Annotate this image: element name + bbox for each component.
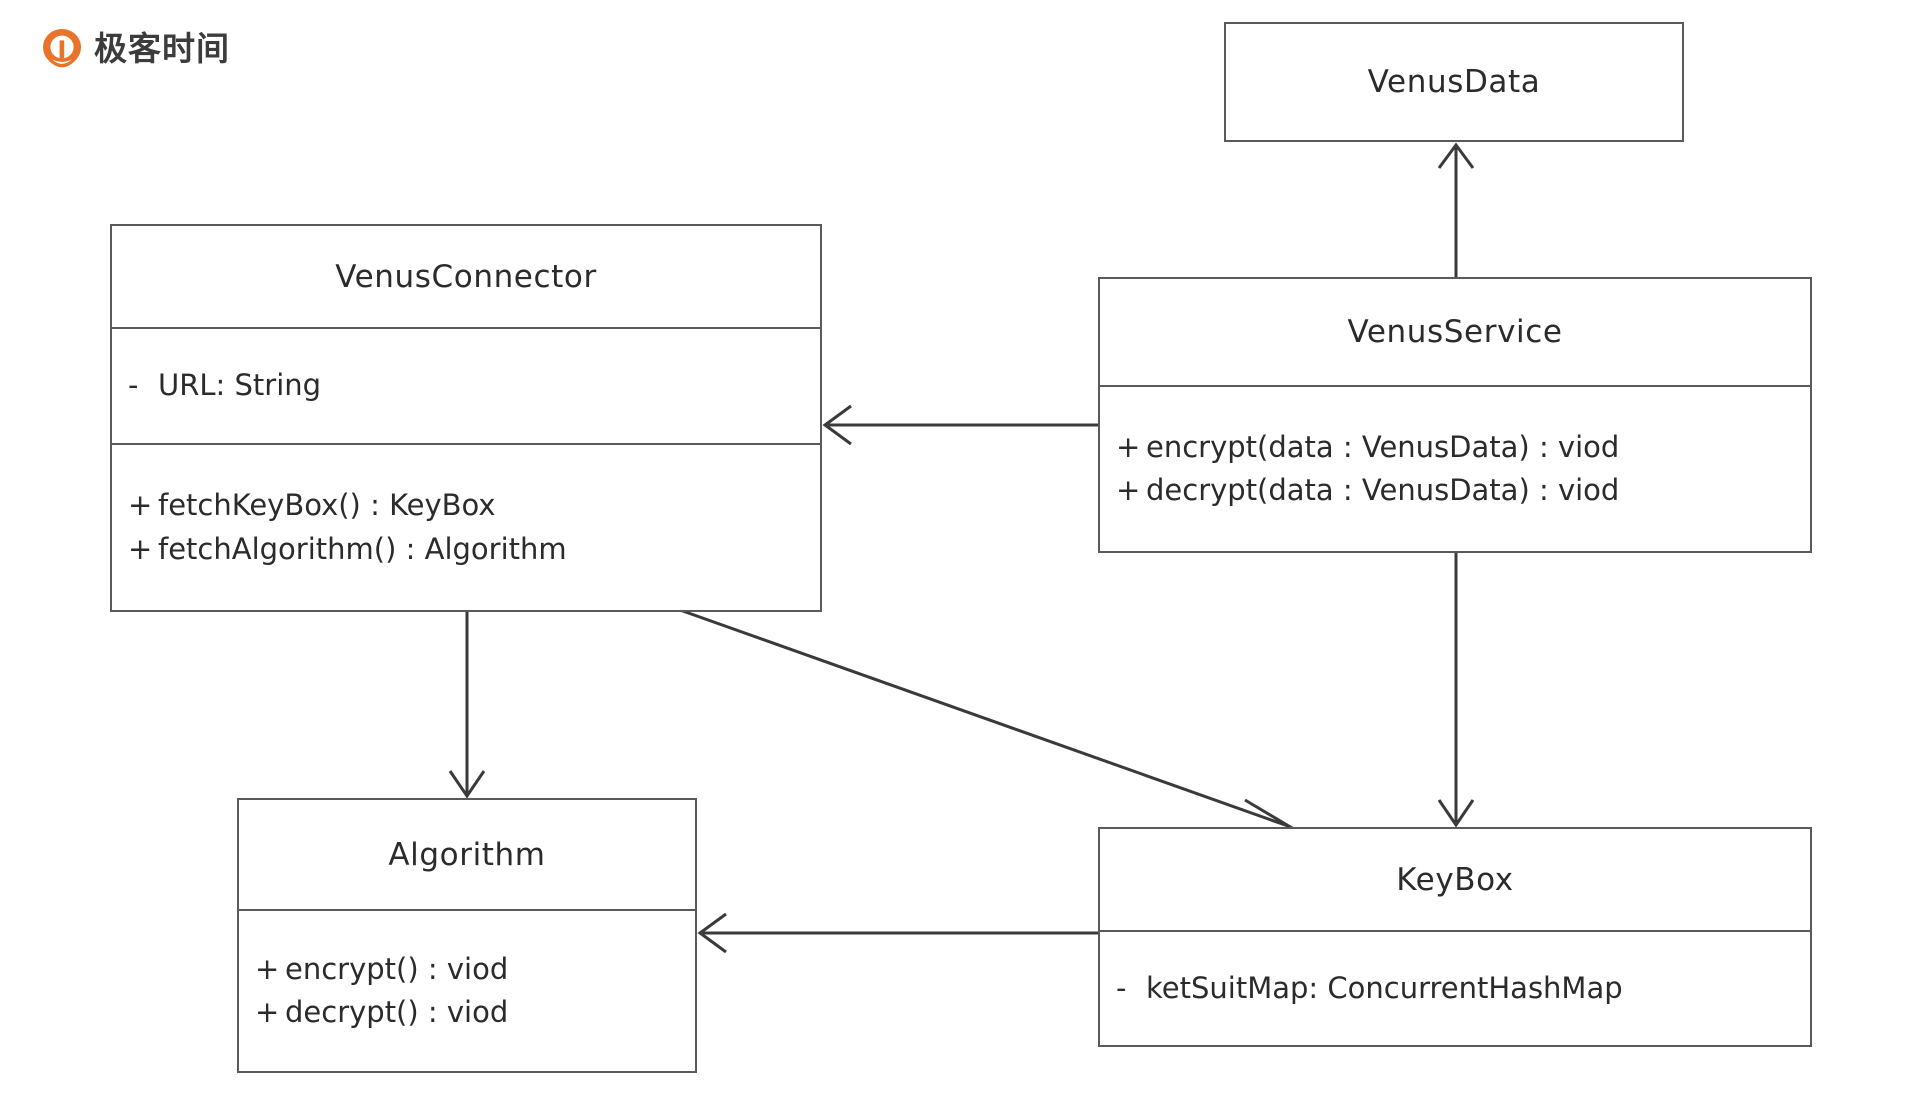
- methods-venus-connector: + fetchKeyBox() : KeyBox + fetchAlgorith…: [112, 443, 820, 610]
- method-signature: encrypt(data : VenusData) : viod: [1146, 429, 1620, 464]
- class-name-key-box: KeyBox: [1396, 861, 1514, 898]
- relation-connector-to-keybox: [679, 608, 1297, 834]
- method-signature: fetchKeyBox() : KeyBox: [158, 488, 496, 522]
- method-row: + encrypt() : viod: [255, 948, 695, 992]
- methods-algorithm: + encrypt() : viod + decrypt() : viod: [239, 909, 695, 1071]
- attribute-row: - URL: String: [128, 364, 820, 408]
- method-row: + encrypt(data : VenusData) : viod: [1116, 426, 1810, 470]
- visibility-marker: +: [128, 531, 153, 566]
- attributes-key-box: - ketSuitMap: ConcurrentHashMap: [1100, 930, 1810, 1045]
- class-name-venus-service: VenusService: [1347, 314, 1563, 350]
- class-name-venus-data: VenusData: [1367, 64, 1541, 100]
- methods-venus-service: + encrypt(data : VenusData) : viod + dec…: [1100, 385, 1810, 551]
- attribute-signature: URL: String: [158, 368, 322, 403]
- relation-service-to-keybox: [1437, 553, 1475, 828]
- visibility-marker: +: [128, 488, 153, 522]
- attributes-venus-connector: - URL: String: [112, 327, 820, 443]
- method-signature: decrypt(data : VenusData) : viod: [1146, 473, 1620, 507]
- method-row: + fetchKeyBox() : KeyBox: [128, 484, 820, 528]
- relation-keybox-to-algorithm: [697, 912, 1098, 954]
- brand-logo: 极客时间: [40, 22, 230, 74]
- method-row: + decrypt(data : VenusData) : viod: [1116, 469, 1810, 513]
- method-signature: fetchAlgorithm() : Algorithm: [158, 531, 567, 566]
- class-name-venus-connector: VenusConnector: [335, 258, 597, 295]
- class-box-key-box[interactable]: KeyBox - ketSuitMap: ConcurrentHashMap: [1098, 827, 1812, 1047]
- attribute-signature: ketSuitMap: ConcurrentHashMap: [1146, 970, 1623, 1005]
- method-row: + decrypt() : viod: [255, 991, 695, 1035]
- visibility-marker: +: [255, 995, 280, 1029]
- class-box-venus-connector[interactable]: VenusConnector - URL: String + fetchKeyB…: [110, 224, 822, 612]
- method-signature: encrypt() : viod: [285, 951, 509, 986]
- attribute-row: - ketSuitMap: ConcurrentHashMap: [1116, 967, 1810, 1011]
- class-box-venus-data[interactable]: VenusData: [1224, 22, 1684, 142]
- class-box-venus-service[interactable]: VenusService + encrypt(data : VenusData)…: [1098, 277, 1812, 553]
- brand-name: 极客时间: [94, 28, 230, 68]
- visibility-marker: +: [255, 951, 280, 986]
- visibility-marker: -: [1116, 970, 1127, 1005]
- relation-service-to-connector: [822, 404, 1098, 446]
- method-signature: decrypt() : viod: [285, 995, 509, 1029]
- geektime-logo-icon: [40, 26, 84, 70]
- visibility-marker: -: [128, 368, 139, 403]
- visibility-marker: +: [1116, 429, 1141, 464]
- method-row: + fetchAlgorithm() : Algorithm: [128, 528, 820, 572]
- class-box-algorithm[interactable]: Algorithm + encrypt() : viod + decrypt()…: [237, 798, 697, 1073]
- visibility-marker: +: [1116, 473, 1141, 507]
- class-name-algorithm: Algorithm: [388, 836, 546, 873]
- relation-connector-to-algorithm: [448, 612, 486, 799]
- relation-service-to-data: [1437, 142, 1475, 277]
